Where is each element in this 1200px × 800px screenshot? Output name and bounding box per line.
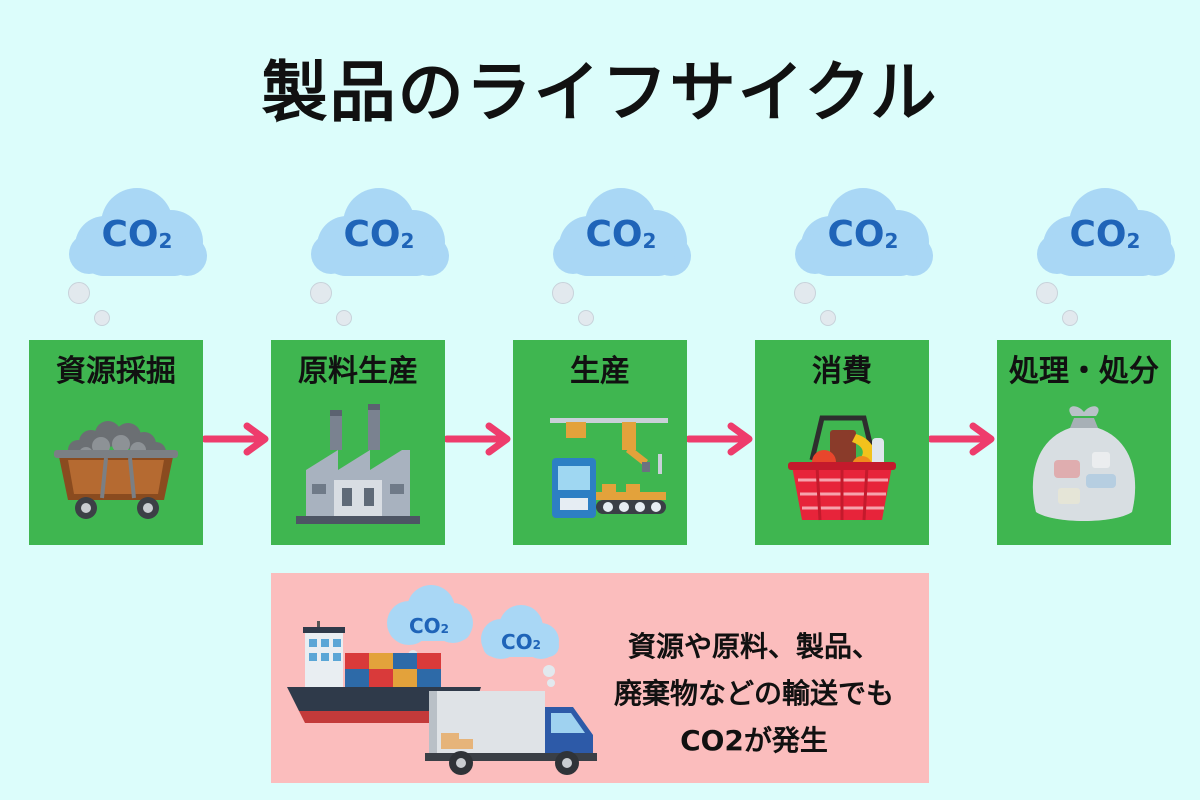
shopping-basket-icon [788, 415, 896, 521]
delivery-truck-icon [425, 691, 597, 775]
co2-cloud-5: CO2 [1035, 186, 1175, 286]
cloud-icon: CO2 [481, 605, 559, 659]
co2-label: CO2 [585, 214, 657, 255]
assembly-line-icon [550, 418, 668, 518]
stage-label: 処理・処分 [1009, 354, 1159, 389]
co2-label: CO2 [101, 214, 173, 255]
co2-label: CO2 [827, 214, 899, 255]
arrow-right-icon [929, 422, 995, 456]
thought-bubble [94, 310, 110, 326]
mining-cart-icon [54, 421, 178, 519]
thought-bubble [552, 282, 574, 304]
stage-label: 消費 [812, 354, 872, 389]
cloud-icon [69, 188, 207, 276]
arrow-right-icon [203, 422, 269, 456]
transport-description: 資源や原料、製品、 廃棄物などの輸送でも CO2が発生 [589, 623, 919, 764]
transport-illustration: CO2 CO2 [287, 585, 597, 775]
thought-bubble [336, 310, 352, 326]
thought-bubble [68, 282, 90, 304]
thought-bubble [310, 282, 332, 304]
stage-label: 生産 [570, 354, 630, 389]
co2-label: CO2 [1069, 214, 1141, 255]
cloud-icon: CO2 [387, 585, 473, 645]
cloud-icon [1037, 188, 1175, 276]
transport-emissions-box: CO2 CO2 [271, 573, 929, 783]
page-title: 製品のライフサイクル [261, 54, 939, 131]
co2-cloud-2: CO2 [309, 186, 449, 286]
thought-bubble [578, 310, 594, 326]
co2-cloud-3: CO2 [551, 186, 691, 286]
transport-text-line: CO2が発生 [680, 724, 828, 757]
thought-bubble [794, 282, 816, 304]
stage-label: 原料生産 [298, 354, 418, 389]
stage-label: 資源採掘 [56, 354, 176, 389]
cloud-icon [553, 188, 691, 276]
transport-text-line: 資源や原料、製品、 [627, 630, 880, 663]
cloud-icon [795, 188, 933, 276]
stage-production: 生産 [513, 340, 687, 545]
arrow-right-icon [445, 422, 511, 456]
transport-text-line: 廃棄物などの輸送でも [613, 677, 894, 710]
co2-cloud-1: CO2 [67, 186, 207, 286]
co2-label: CO2 [343, 214, 415, 255]
stage-resource-extraction: 資源採掘 [29, 340, 203, 545]
stage-raw-material-production: 原料生産 [271, 340, 445, 545]
arrow-right-icon [687, 422, 753, 456]
garbage-bag-icon [1032, 406, 1136, 521]
thought-bubble [820, 310, 836, 326]
cloud-icon [311, 188, 449, 276]
co2-cloud-4: CO2 [793, 186, 933, 286]
stage-disposal: 処理・処分 [997, 340, 1171, 545]
stage-consumption: 消費 [755, 340, 929, 545]
thought-bubble [1036, 282, 1058, 304]
factory-icon [296, 404, 420, 524]
thought-bubble [1062, 310, 1078, 326]
